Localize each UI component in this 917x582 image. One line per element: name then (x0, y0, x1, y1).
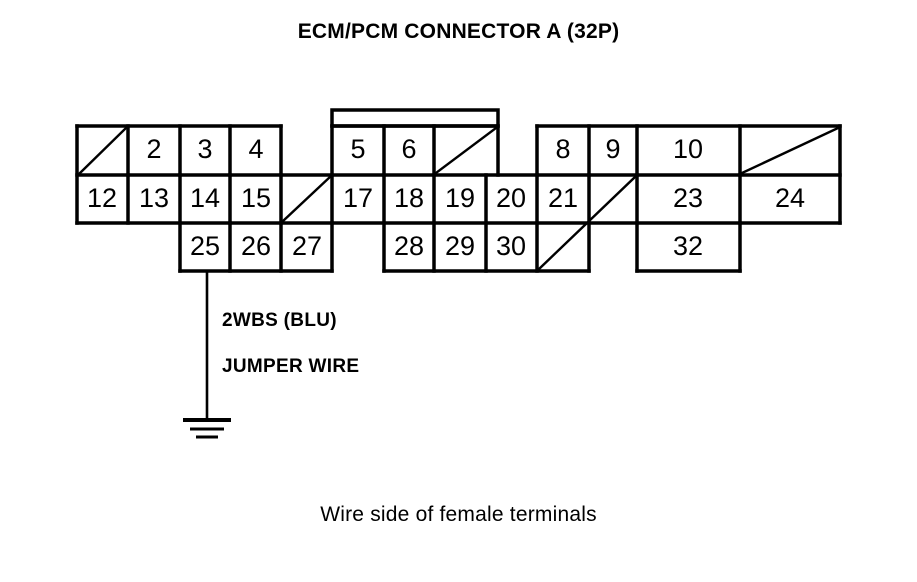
pin-label-18: 18 (394, 183, 424, 213)
pin-label-21: 21 (548, 183, 578, 213)
pin-label-6: 6 (401, 134, 416, 164)
pin-label-30: 30 (496, 231, 526, 261)
page-title: ECM/PCM CONNECTOR A (32P) (297, 20, 620, 43)
jumper-wire-group (183, 271, 231, 439)
connector-top-tab (330, 108, 500, 128)
pin-label-10: 10 (673, 134, 703, 164)
pin-label-9: 9 (605, 134, 620, 164)
pin-label-5: 5 (350, 134, 365, 164)
pin-label-15: 15 (241, 183, 271, 213)
ecm-pcm-connector-a-graphic: 2 3 4 5 6 8 9 10 12 13 14 15 17 18 19 20… (75, 108, 842, 439)
pin-16-blank-diagonal (281, 175, 332, 223)
pin-label-13: 13 (139, 183, 169, 213)
diagram-caption: Wire side of female terminals (320, 503, 597, 526)
pin-22-31-blank-diagonal (537, 175, 637, 271)
pin-label-29: 29 (445, 231, 475, 261)
pin-label-14: 14 (190, 183, 220, 213)
pin-label-26: 26 (241, 231, 271, 261)
pin-label-32: 32 (673, 231, 703, 261)
pin-number-labels: 2 3 4 5 6 8 9 10 12 13 14 15 17 18 19 20… (87, 134, 805, 261)
pin-label-24: 24 (775, 183, 805, 213)
pin-label-20: 20 (496, 183, 526, 213)
pin-label-2: 2 (146, 134, 161, 164)
pin-label-8: 8 (555, 134, 570, 164)
pin-1-blank-diagonal (78, 126, 128, 175)
jumper-wire-label: JUMPER WIRE (222, 356, 360, 377)
pin-label-19: 19 (445, 183, 475, 213)
pin-label-12: 12 (87, 183, 117, 213)
pin-label-3: 3 (197, 134, 212, 164)
pin-11-blank-diagonal (740, 126, 840, 175)
pin-7-blank-diagonal (434, 126, 498, 175)
pin-label-28: 28 (394, 231, 424, 261)
pin-label-17: 17 (343, 183, 373, 213)
wire-color-label: 2WBS (BLU) (222, 310, 337, 331)
pin-label-23: 23 (673, 183, 703, 213)
pin-label-27: 27 (292, 231, 322, 261)
pin-label-4: 4 (248, 134, 263, 164)
pin-label-25: 25 (190, 231, 220, 261)
